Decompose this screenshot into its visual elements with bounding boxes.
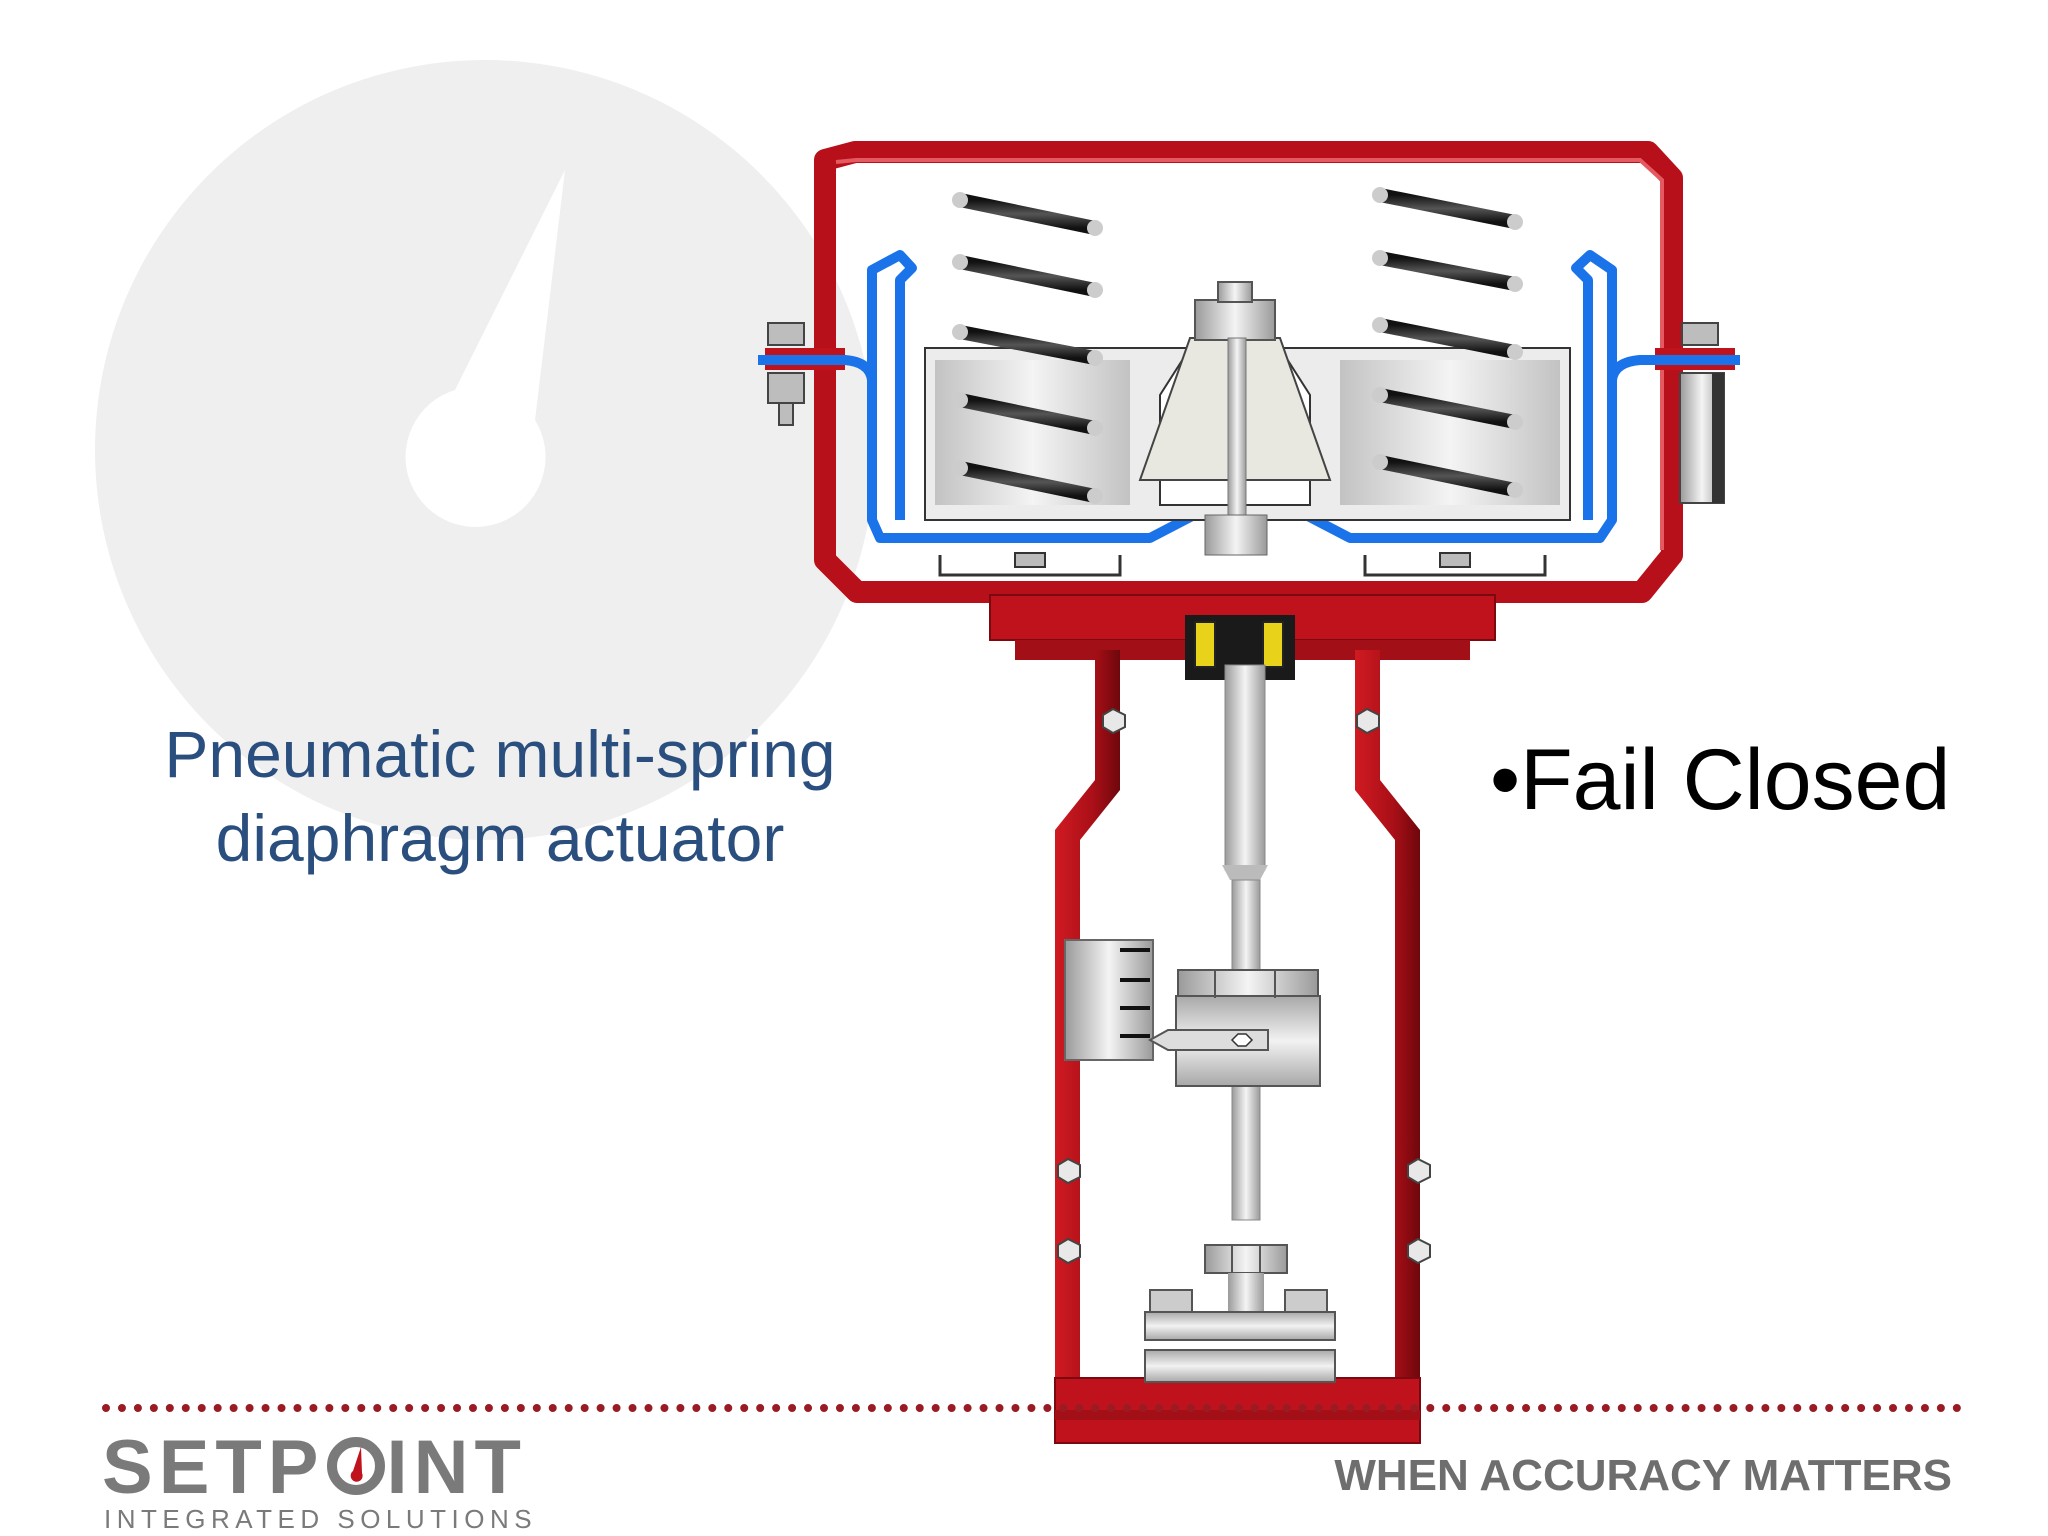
springs-right (1372, 187, 1523, 498)
gauge-watermark-icon (95, 60, 875, 840)
dotted-divider (102, 1404, 1962, 1412)
upper-casing (814, 141, 1683, 603)
logo-subtitle: INTEGRATED SOLUTIONS (104, 1504, 538, 1534)
actuator-stem (1224, 664, 1266, 871)
subtitle-line-2: diaphragm actuator (215, 801, 785, 875)
subtitle-line-1: Pneumatic multi-spring (164, 717, 836, 791)
logo-part-1: SETP (102, 1425, 325, 1510)
yoke-left-leg (1055, 650, 1120, 1395)
yoke-right-leg (1355, 650, 1420, 1395)
flange-bolt-right (1679, 322, 1725, 504)
tagline: WHEN ACCURACY MATTERS (1334, 1451, 1952, 1500)
actuator-subtitle: Pneumatic multi-spring diaphragm actuato… (120, 712, 880, 880)
logo-wordmark: SETP INT (102, 1428, 527, 1508)
setpoint-logo: SETP INT INTEGRATED SOLUTIONS (102, 1428, 542, 1535)
springs-left (952, 192, 1103, 504)
gauge-o-icon (326, 1437, 385, 1495)
logo-part-2: INT (386, 1425, 527, 1510)
flange-bolt-left (767, 322, 805, 426)
travel-scale (1064, 939, 1154, 1061)
fail-closed-bullet: •Fail Closed (1490, 732, 1951, 828)
